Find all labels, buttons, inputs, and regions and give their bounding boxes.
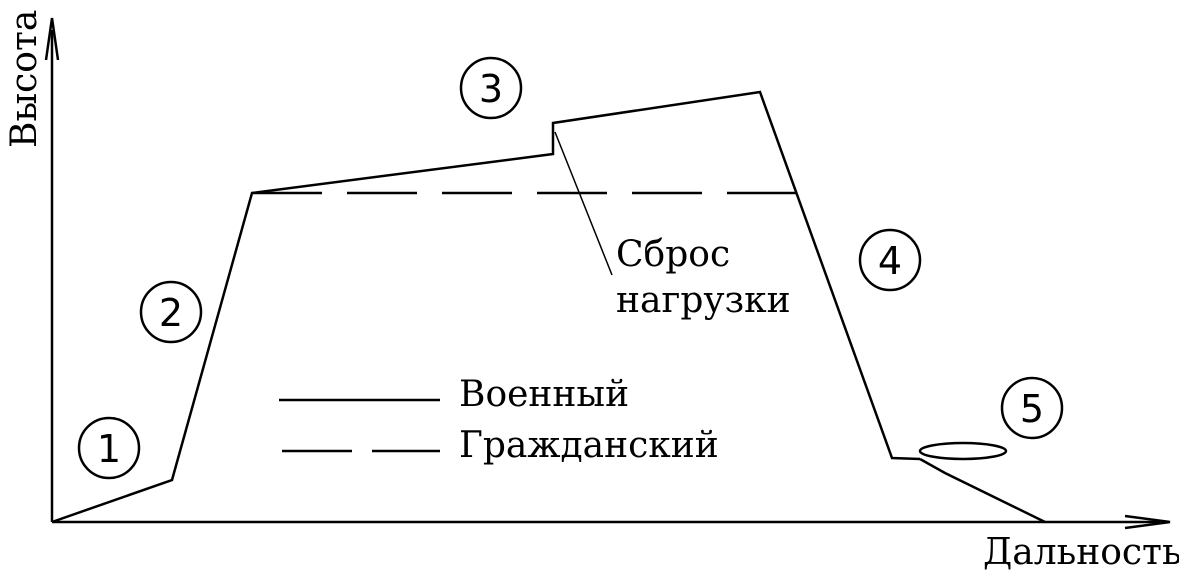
payload-drop-label-line2: нагрузки [616, 280, 791, 321]
stage-circle [77, 416, 141, 480]
military-descent-line [919, 457, 1046, 524]
x-axis-label: Дальность [983, 532, 1179, 573]
stage-circle [459, 56, 523, 120]
stage-marker-2: 2 [139, 280, 203, 344]
landing-loop [918, 441, 1008, 461]
stage-marker-1: 1 [77, 416, 141, 480]
payload-drop-label-line1: Сброс [616, 234, 730, 275]
stage-number: 2 [159, 291, 183, 335]
stage-number: 1 [97, 427, 121, 471]
y-axis-label: Высота [4, 10, 45, 148]
stage-number: 5 [1020, 387, 1044, 431]
axes [44, 17, 1171, 530]
stage-circle [858, 228, 922, 292]
stage-circle [139, 280, 203, 344]
stage-marker-5: 5 [1000, 376, 1064, 440]
legend: Военный Гражданский [279, 374, 719, 466]
y-axis-arrow [44, 17, 60, 61]
stage-marker-4: 4 [858, 228, 922, 292]
payload-drop-leader [554, 131, 613, 276]
legend-civil-label: Гражданский [459, 425, 719, 466]
x-axis-arrow [1124, 514, 1171, 530]
stage-circle [1000, 376, 1064, 440]
legend-military-label: Военный [459, 374, 629, 415]
military-profile-line [51, 90, 921, 524]
stage-number: 3 [479, 67, 503, 111]
stage-marker-3: 3 [459, 56, 523, 120]
stage-number: 4 [878, 239, 902, 283]
